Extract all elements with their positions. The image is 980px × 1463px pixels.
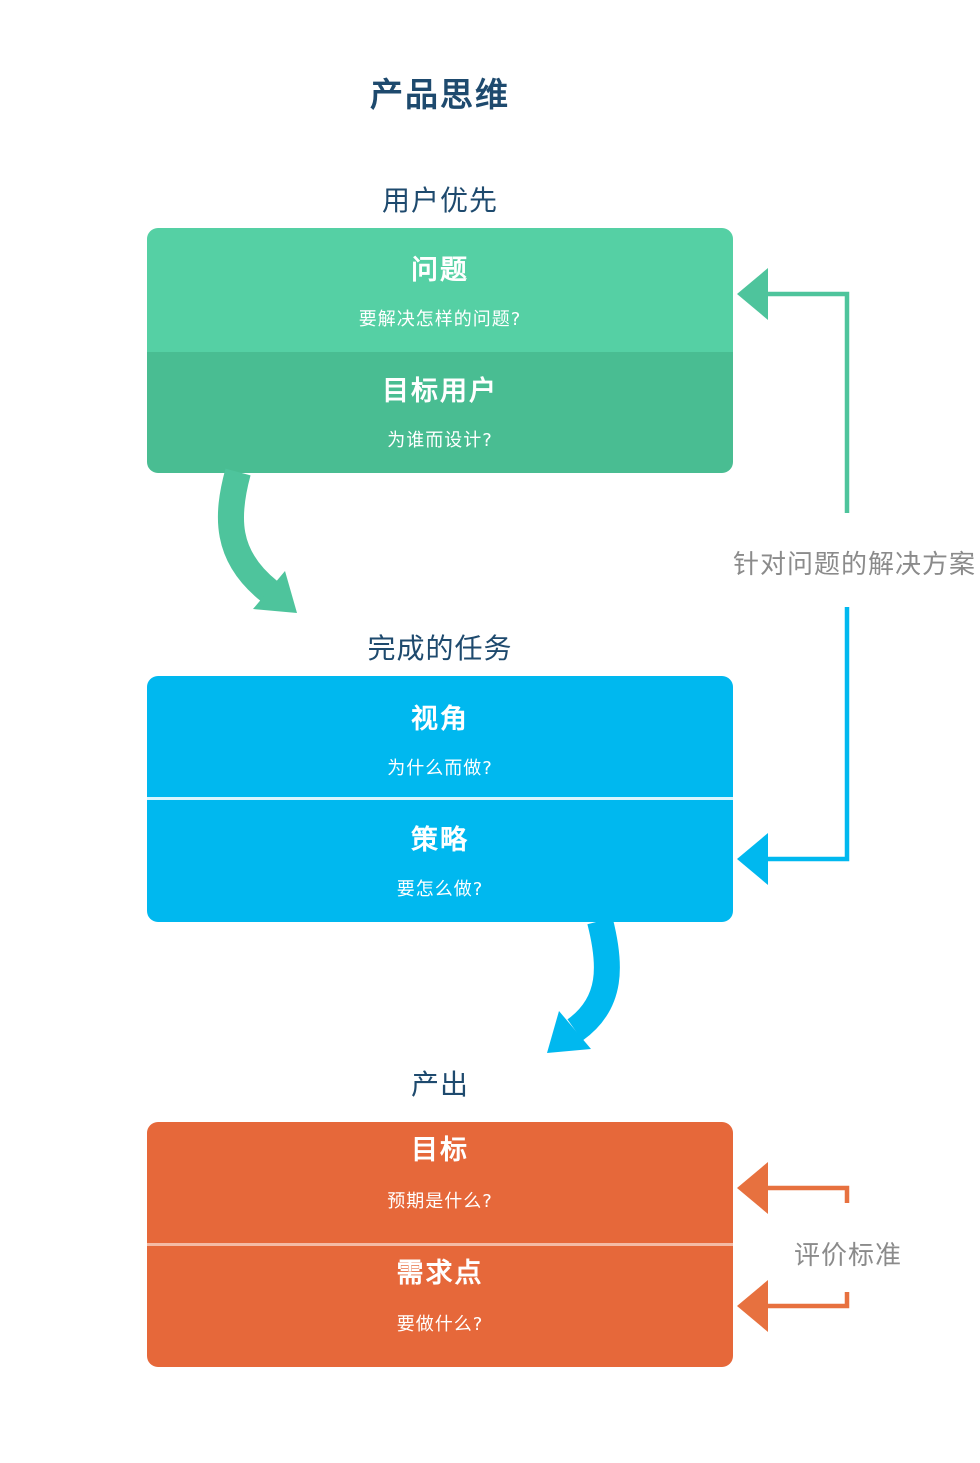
stage-row-perspective: 视角 为什么而做? (147, 676, 733, 797)
row-heading-target-user: 目标用户 (382, 376, 498, 407)
stage-row-requirements: 需求点 要做什么? (147, 1243, 733, 1367)
row-heading-strategy: 策略 (411, 825, 469, 856)
flow-arrow-blue-down-icon (547, 917, 620, 1053)
stage-row-goal: 目标 预期是什么? (147, 1122, 733, 1243)
evaluation-connector-top-icon (737, 1162, 850, 1214)
flow-arrow-green-down-icon (217, 468, 297, 613)
row-heading-requirements: 需求点 (396, 1258, 484, 1289)
row-question-target-user: 为谁而设计? (387, 430, 493, 451)
page-title: 产品思维 (370, 75, 510, 114)
annotation-solution: 针对问题的解决方案 (733, 550, 977, 580)
row-heading-problem: 问题 (411, 255, 469, 286)
row-question-requirements: 要做什么? (396, 1314, 484, 1335)
stage-row-problem: 问题 要解决怎样的问题? (147, 228, 733, 352)
stage-row-strategy: 策略 要怎么做? (147, 797, 733, 922)
row-heading-perspective: 视角 (411, 704, 469, 735)
evaluation-connector-bottom-icon (737, 1280, 850, 1332)
annotation-evaluation: 评价标准 (794, 1241, 903, 1271)
stage-label-jobs-done: 完成的任务 (367, 632, 513, 665)
solution-connector-blue-icon (737, 607, 850, 885)
stage-label-output: 产出 (410, 1068, 469, 1101)
stage-row-target-user: 目标用户 为谁而设计? (147, 352, 733, 473)
row-question-goal: 预期是什么? (387, 1191, 493, 1212)
row-question-problem: 要解决怎样的问题? (358, 309, 522, 330)
stage-box-output: 目标 预期是什么? 需求点 要做什么? (147, 1122, 733, 1367)
solution-connector-green-icon (737, 268, 850, 513)
stage-label-user-first: 用户优先 (381, 184, 498, 217)
row-question-strategy: 要怎么做? (396, 879, 484, 900)
row-heading-goal: 目标 (411, 1135, 469, 1166)
stage-box-user-first: 问题 要解决怎样的问题? 目标用户 为谁而设计? (147, 228, 733, 473)
stage-box-jobs-done: 视角 为什么而做? 策略 要怎么做? (147, 676, 733, 922)
row-question-perspective: 为什么而做? (387, 758, 493, 779)
